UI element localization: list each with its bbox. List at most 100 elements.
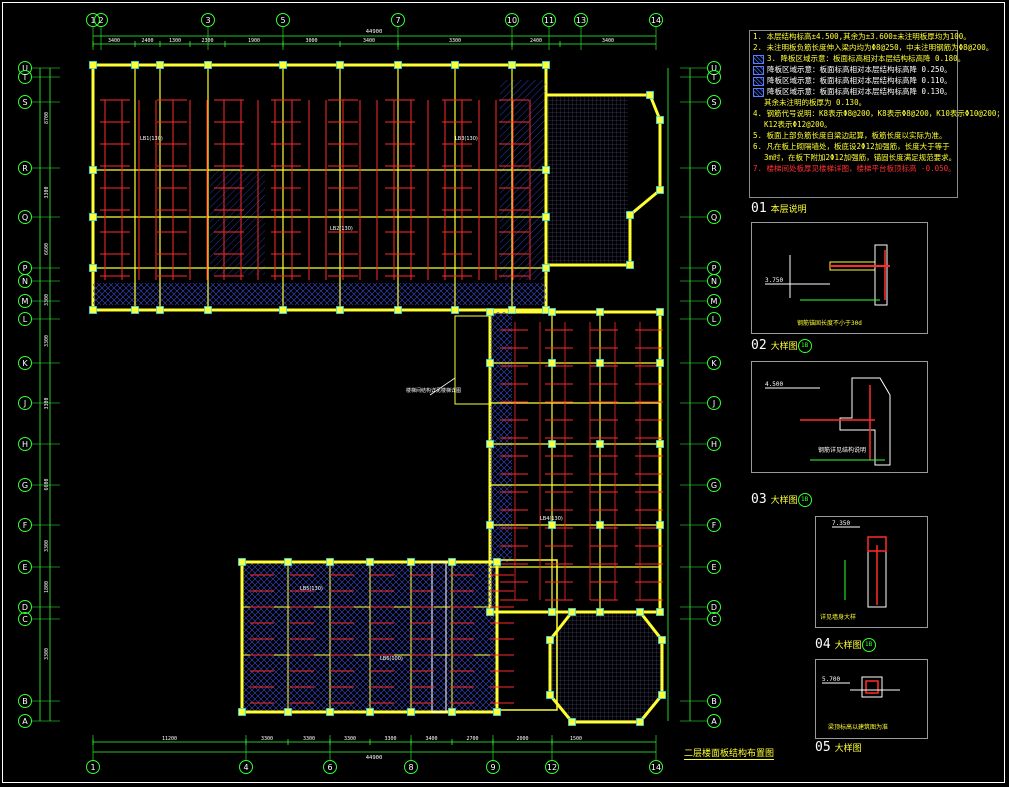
dim-text-bottom: 3300 (261, 736, 273, 742)
grid-bubble-bottom (323, 760, 337, 774)
column (451, 61, 459, 69)
column (366, 558, 374, 566)
column (326, 558, 334, 566)
beam-lines (93, 65, 660, 712)
grid-bubble-label: 12 (547, 763, 557, 772)
grid-bubble-label: R (711, 164, 717, 173)
grid-bubble-left (18, 210, 32, 224)
grid-bubble-label: J (712, 399, 715, 408)
column (493, 558, 501, 566)
column (486, 608, 494, 616)
note-row: 3m时，在板下附加2Φ12加强筋，锚固长度满足规范要求。 (750, 152, 957, 163)
grid-bubble-right (707, 61, 721, 75)
grid-bubble-label: 10 (507, 16, 517, 25)
column (89, 166, 97, 174)
column (656, 521, 664, 529)
detail-marker: 1B (861, 637, 876, 652)
column (284, 708, 292, 716)
note-row: 4. 钢筋代号说明：K8表示Φ8@200，K8表示Φ8@200，K10表示Φ10… (750, 108, 1004, 119)
dim-text-top: 2400 (141, 38, 153, 44)
grid-bubble-label: C (22, 615, 28, 624)
grid-bubble-left (18, 478, 32, 492)
note-text: 其余未注明的板厚为 0.130。 (764, 98, 867, 107)
column (284, 558, 292, 566)
grid-bubble-label: 7 (395, 16, 400, 25)
grid-bubble-label: 14 (651, 763, 661, 772)
grid-bubble-left (18, 161, 32, 175)
column (548, 308, 556, 316)
dim-text-left: 3300 (44, 540, 50, 552)
column (204, 61, 212, 69)
detail-annotation-03: 钢筋详见结构说明 (818, 447, 867, 454)
grid-bubble-right (707, 714, 721, 728)
column (486, 359, 494, 367)
column (394, 61, 402, 69)
detail-box-04 (815, 516, 928, 628)
grid-bubble-bottom (649, 760, 663, 774)
dim-text-left: 6600 (44, 478, 50, 490)
grid-bubble-label: Q (711, 213, 717, 222)
note-row: 3. 降板区域示意：板面标高相对本层结构标高降 0.180。 (750, 53, 965, 64)
grid-bubble-left (18, 560, 32, 574)
dim-text-top: 2400 (530, 38, 542, 44)
column (626, 261, 634, 269)
slab-label: LB3(130) (455, 136, 478, 142)
slab-vertical-hatch (490, 312, 512, 562)
grid-bubble-label: 13 (576, 16, 586, 25)
slab-stair-upper (500, 80, 546, 280)
grid-bubble-label: A (711, 717, 717, 726)
note-row: 6. 凡在板上砌隔墙处，板底设2Φ12加强筋，长度大于等于 (750, 141, 957, 152)
column (508, 306, 516, 314)
grid-bubble-label: M (22, 297, 29, 306)
column (646, 91, 654, 99)
column (394, 306, 402, 314)
grid-bubble-label: K (22, 359, 28, 368)
grid-bubble-label: F (712, 521, 717, 530)
detail-label: 大样图 (834, 744, 862, 754)
grid-bubble-label: K (711, 359, 717, 368)
note-text: 6. 凡在板上砌隔墙处，板底设2Φ12加强筋，长度大于等于 (753, 142, 950, 151)
grid-bubble-bottom (486, 760, 500, 774)
dim-text-top: 1300 (169, 38, 181, 44)
dim-text-left: 3300 (44, 397, 50, 409)
column (486, 308, 494, 316)
column (156, 61, 164, 69)
columns (89, 61, 666, 726)
column (656, 186, 664, 194)
column (508, 61, 516, 69)
column (89, 213, 97, 221)
grid-bubble-top (574, 13, 588, 27)
detail-box-05 (815, 659, 928, 739)
detail-box-02 (751, 222, 928, 334)
grid-bubble-label: 11 (544, 16, 554, 25)
slab-stair-tower (544, 93, 662, 267)
grid-bubble-left (18, 70, 32, 84)
grid-bubble-bottom (545, 760, 559, 774)
dim-text-bottom: 3300 (344, 736, 356, 742)
dim-text-left: 6600 (44, 243, 50, 255)
grid-bubble-bottom (239, 760, 253, 774)
grid-bubble-label: S (711, 98, 716, 107)
column (636, 608, 644, 616)
note-row: 降板区域示意：板面标高相对本层结构标高降 0.250。 (750, 64, 957, 75)
slab-label: LB4(130) (540, 516, 563, 522)
grid-bubble-label: 9 (490, 763, 495, 772)
detail-03-drawing (765, 377, 891, 466)
column (658, 636, 666, 644)
dim-text-left: 3300 (44, 186, 50, 198)
column (89, 61, 97, 69)
hatch-swatch-icon (753, 65, 764, 75)
grid-bubble-left (18, 714, 32, 728)
grid-bubble-label: D (711, 603, 717, 612)
grid-bubble-left (18, 356, 32, 370)
slab-label: LB2(130) (330, 226, 353, 232)
dim-text-bottom: 3400 (425, 736, 437, 742)
slab-label: LB1(130) (140, 136, 163, 142)
column (626, 211, 634, 219)
detail-level-02: 3.750 (765, 277, 784, 284)
grid-bubble-label: Q (22, 213, 28, 222)
grid-bubble-label: 6 (327, 763, 332, 772)
column (238, 708, 246, 716)
